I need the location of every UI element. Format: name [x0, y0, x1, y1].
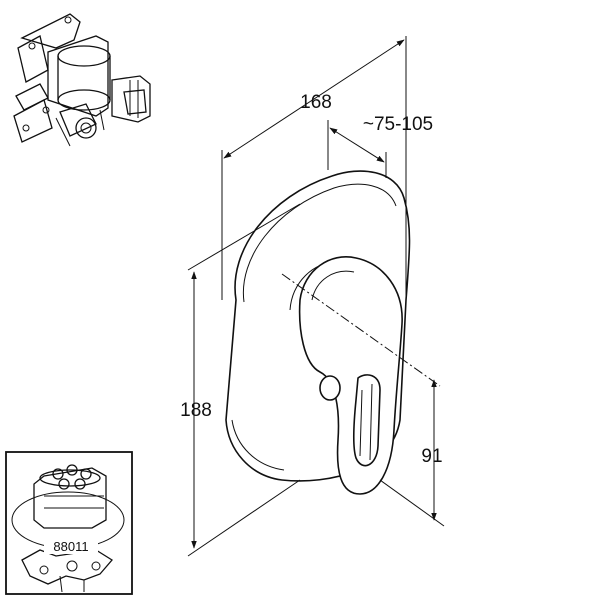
width-label: 168	[300, 92, 332, 113]
valve-body-illustration	[13, 13, 151, 147]
dimension-handle-height: 91	[379, 379, 445, 527]
lever-handle	[298, 256, 403, 495]
part-number-label: 88011	[53, 539, 88, 554]
dimension-depth: ~75-105	[327, 114, 433, 178]
dimension-width: 168	[221, 36, 407, 300]
height-label: 188	[180, 400, 212, 421]
center-axis	[281, 273, 441, 387]
handle-height-label: 91	[421, 446, 442, 467]
dimension-height: 188	[180, 203, 301, 557]
inset-box: 88011	[5, 451, 133, 595]
depth-label: ~75-105	[363, 114, 433, 135]
